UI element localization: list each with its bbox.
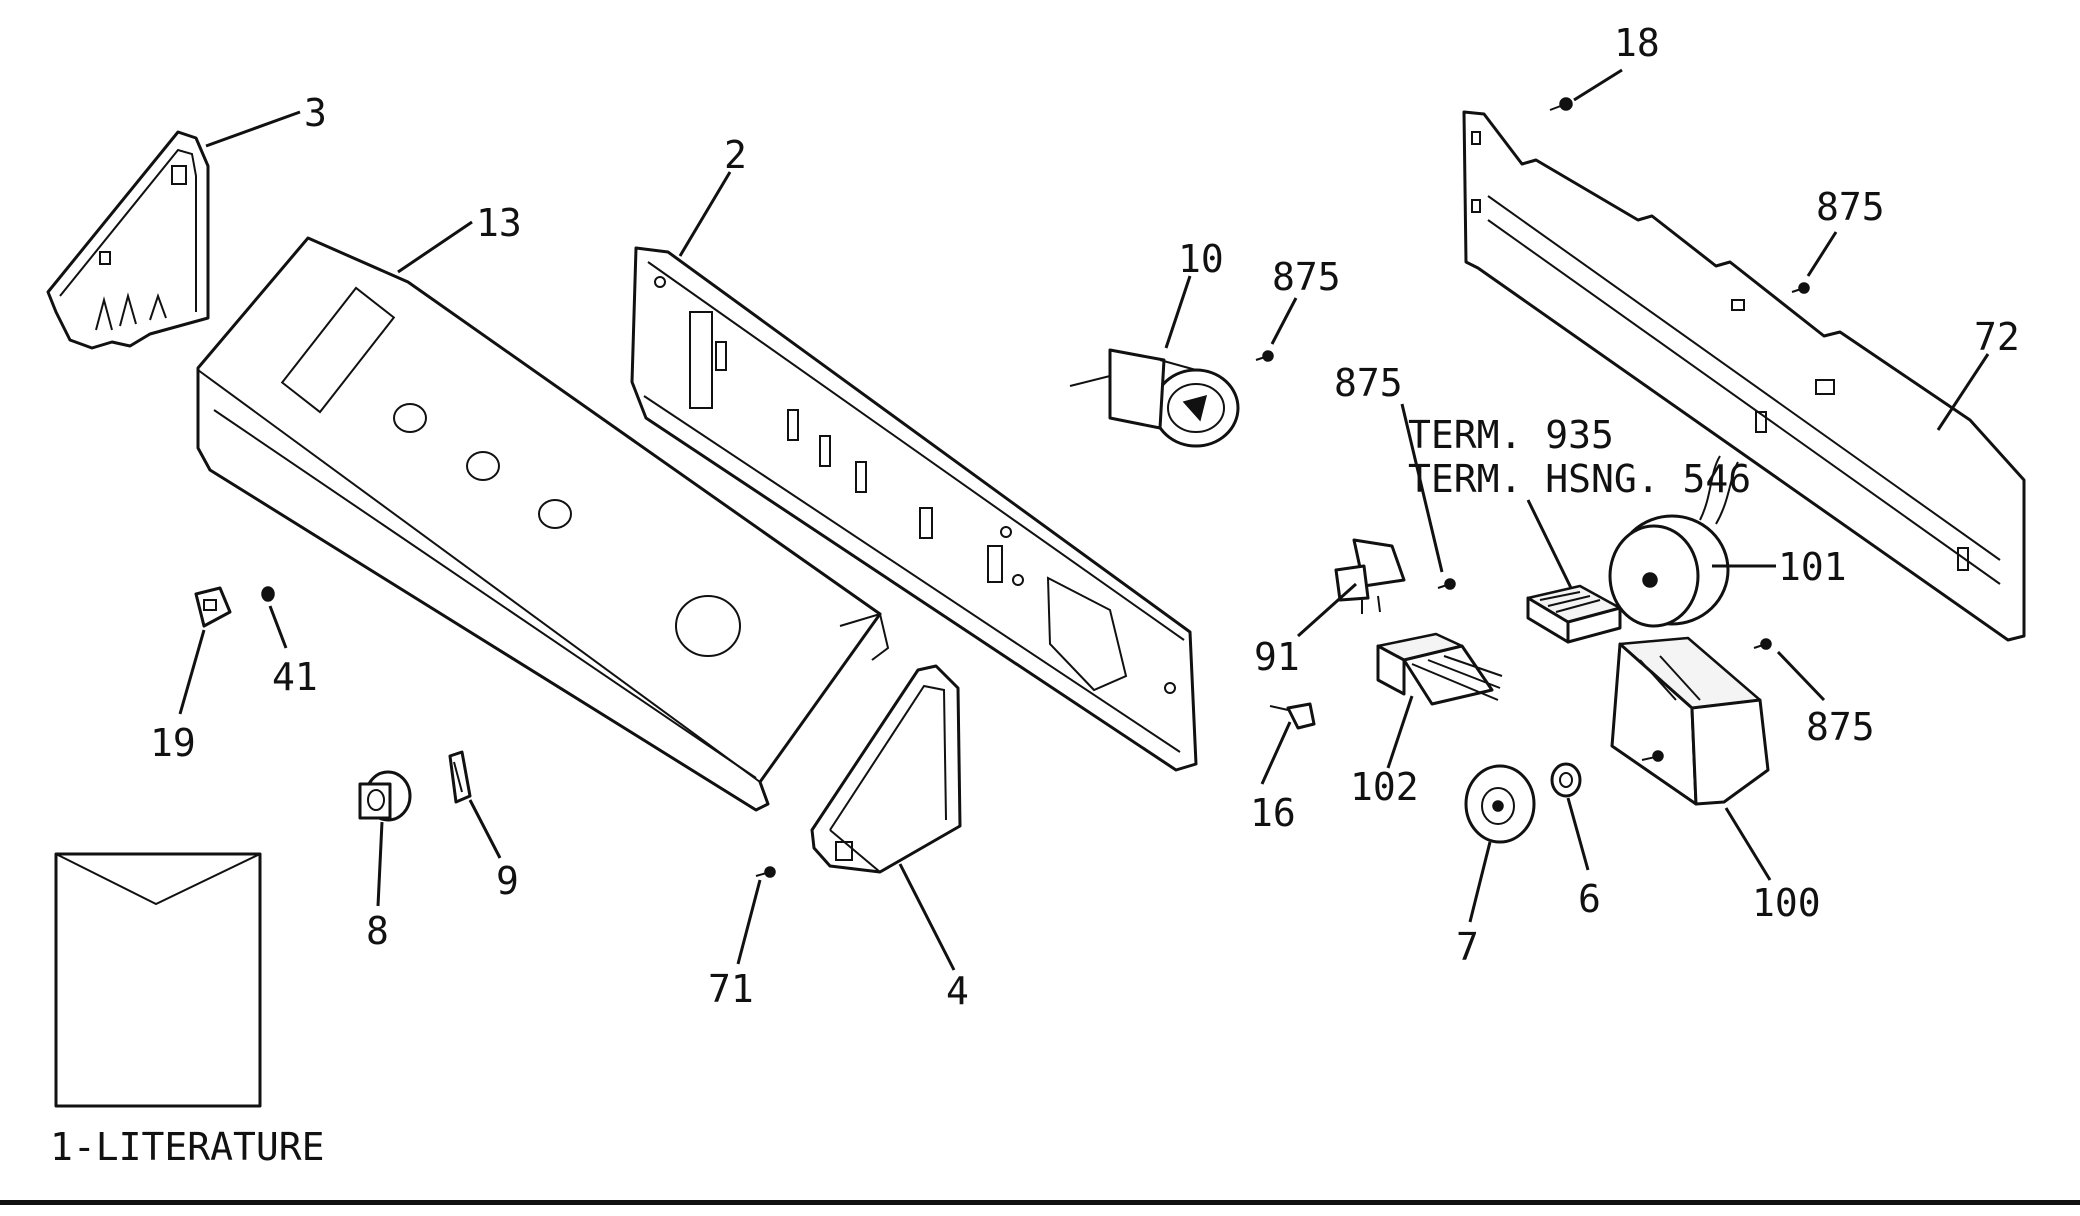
callout-16: 16 xyxy=(1250,791,1296,835)
screw-icon-71 xyxy=(755,866,776,878)
leader-13 xyxy=(397,220,473,274)
callout-875a: 875 xyxy=(1272,255,1341,299)
callout-875b: 875 xyxy=(1816,185,1885,229)
term-label-935: TERM. 935 xyxy=(1408,413,1614,457)
leader-3 xyxy=(205,110,301,148)
part-7-dial xyxy=(1464,764,1536,844)
leader-102 xyxy=(1386,695,1414,769)
part-100-timer xyxy=(1610,636,1770,806)
leader-9 xyxy=(468,799,502,859)
leader-6 xyxy=(1566,797,1590,871)
leader-91 xyxy=(1296,582,1358,638)
screw-icon-875b xyxy=(1791,282,1810,294)
callout-13: 13 xyxy=(476,201,522,245)
callout-101: 101 xyxy=(1778,545,1847,589)
leader-41 xyxy=(268,605,288,649)
callout-875d: 875 xyxy=(1806,705,1875,749)
part-72-rear-panel xyxy=(1462,110,2026,642)
callout-19: 19 xyxy=(150,721,196,765)
callout-102: 102 xyxy=(1350,765,1419,809)
part-4-right-end-cap xyxy=(810,664,962,874)
callout-71: 71 xyxy=(708,967,754,1011)
part-101-timer-motor xyxy=(1608,455,1739,628)
screw-icon-875c xyxy=(1437,578,1456,590)
callout-10: 10 xyxy=(1178,237,1224,281)
leader-16 xyxy=(1260,721,1292,785)
part-8-knob xyxy=(358,770,412,822)
callout-4: 4 xyxy=(946,969,969,1013)
callout-7: 7 xyxy=(1456,925,1479,969)
callout-2: 2 xyxy=(724,133,747,177)
leader-4 xyxy=(898,863,956,971)
callout-9: 9 xyxy=(496,859,519,903)
callout-875c: 875 xyxy=(1334,361,1403,405)
callout-100: 100 xyxy=(1752,881,1821,925)
leader-19 xyxy=(178,629,206,715)
part-13-console-panel xyxy=(196,236,890,812)
leader-2 xyxy=(678,171,732,257)
leader-71 xyxy=(736,879,762,965)
leader-875c xyxy=(1400,403,1444,573)
callout-41: 41 xyxy=(272,655,318,699)
part-91-switch xyxy=(1334,538,1406,614)
literature-label: 1-LITERATURE xyxy=(50,1125,325,1169)
leader-8 xyxy=(376,821,384,907)
callout-72: 72 xyxy=(1974,315,2020,359)
leader-term xyxy=(1526,499,1574,591)
leader-875a xyxy=(1270,297,1298,345)
part-9-clip xyxy=(448,750,472,804)
screw-icon-875d xyxy=(1753,638,1772,650)
part-19-knob xyxy=(194,586,232,628)
callout-6: 6 xyxy=(1578,877,1601,921)
leader-7 xyxy=(1468,841,1492,923)
leader-875d xyxy=(1776,650,1826,702)
literature-envelope-icon xyxy=(54,852,262,1108)
term-label-546: TERM. HSNG. 546 xyxy=(1408,457,1751,501)
bottom-rule xyxy=(0,1200,2080,1205)
callout-91: 91 xyxy=(1254,635,1300,679)
part-3-left-end-cap xyxy=(46,130,210,350)
part-6-nut xyxy=(1550,762,1582,798)
leader-10 xyxy=(1164,275,1192,349)
callout-8: 8 xyxy=(366,909,389,953)
leader-875b xyxy=(1806,231,1838,277)
part-2-control-bracket xyxy=(630,246,1198,772)
part-10-selector-switch xyxy=(1069,348,1240,448)
part-terminal-housing xyxy=(1526,584,1622,644)
part-41-screw xyxy=(261,586,275,602)
callout-3: 3 xyxy=(304,91,327,135)
part-16-pin xyxy=(1269,702,1316,730)
part-102-connector-block xyxy=(1376,632,1503,706)
leader-100 xyxy=(1724,807,1772,881)
screw-icon-875a xyxy=(1255,350,1274,362)
leader-72 xyxy=(1936,353,1990,431)
leader-18 xyxy=(1573,68,1623,102)
screw-icon-18 xyxy=(1549,97,1573,111)
callout-18: 18 xyxy=(1614,21,1660,65)
